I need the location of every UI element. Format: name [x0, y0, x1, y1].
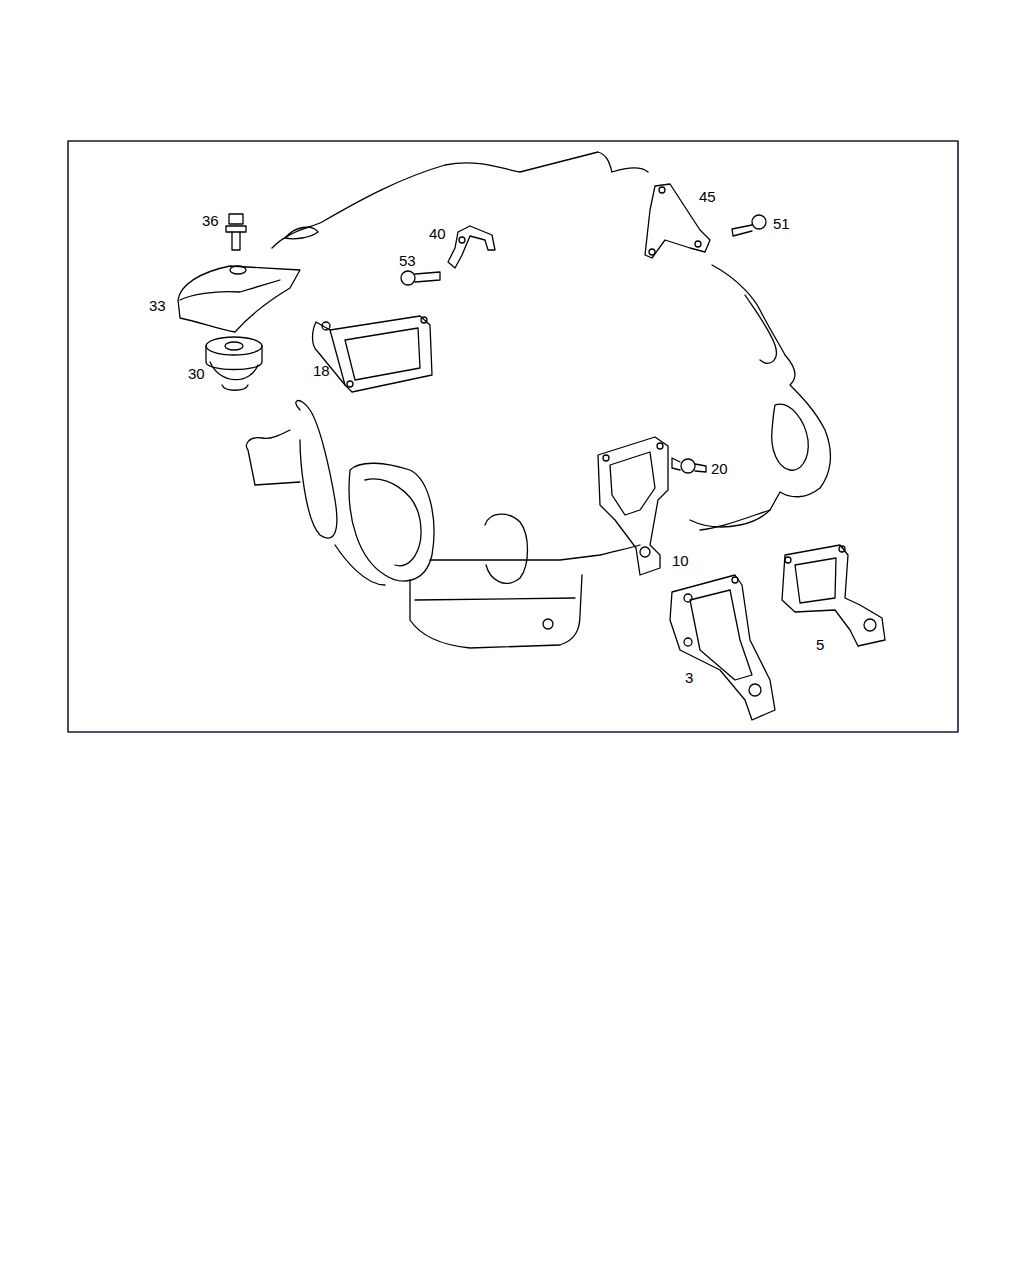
callout-number: 3 [685, 670, 693, 685]
frame [68, 141, 958, 732]
callout-number: 10 [672, 553, 689, 568]
callout-number: 36 [202, 213, 219, 228]
callout-number: 18 [313, 363, 330, 378]
callout-number: 53 [399, 253, 416, 268]
cover-33 [178, 266, 300, 332]
bolt-36 [226, 214, 246, 250]
bracket-3 [670, 575, 775, 720]
callout-number: 20 [711, 461, 728, 476]
callout-number: 45 [699, 189, 716, 204]
clip-40 [448, 226, 495, 268]
bracket-5 [782, 545, 885, 646]
callout-number: 5 [816, 637, 824, 652]
callout-number: 30 [188, 366, 205, 381]
bracket-10 [598, 437, 668, 575]
bolt-20 [672, 458, 706, 473]
bolt-53 [401, 271, 440, 285]
mount-30 [206, 337, 262, 390]
callout-number: 51 [773, 216, 790, 231]
engine-outline [247, 152, 831, 648]
callout-number: 40 [429, 226, 446, 241]
callout-number: 33 [149, 298, 166, 313]
bolt-51 [732, 215, 766, 236]
bracket-18 [313, 316, 433, 392]
